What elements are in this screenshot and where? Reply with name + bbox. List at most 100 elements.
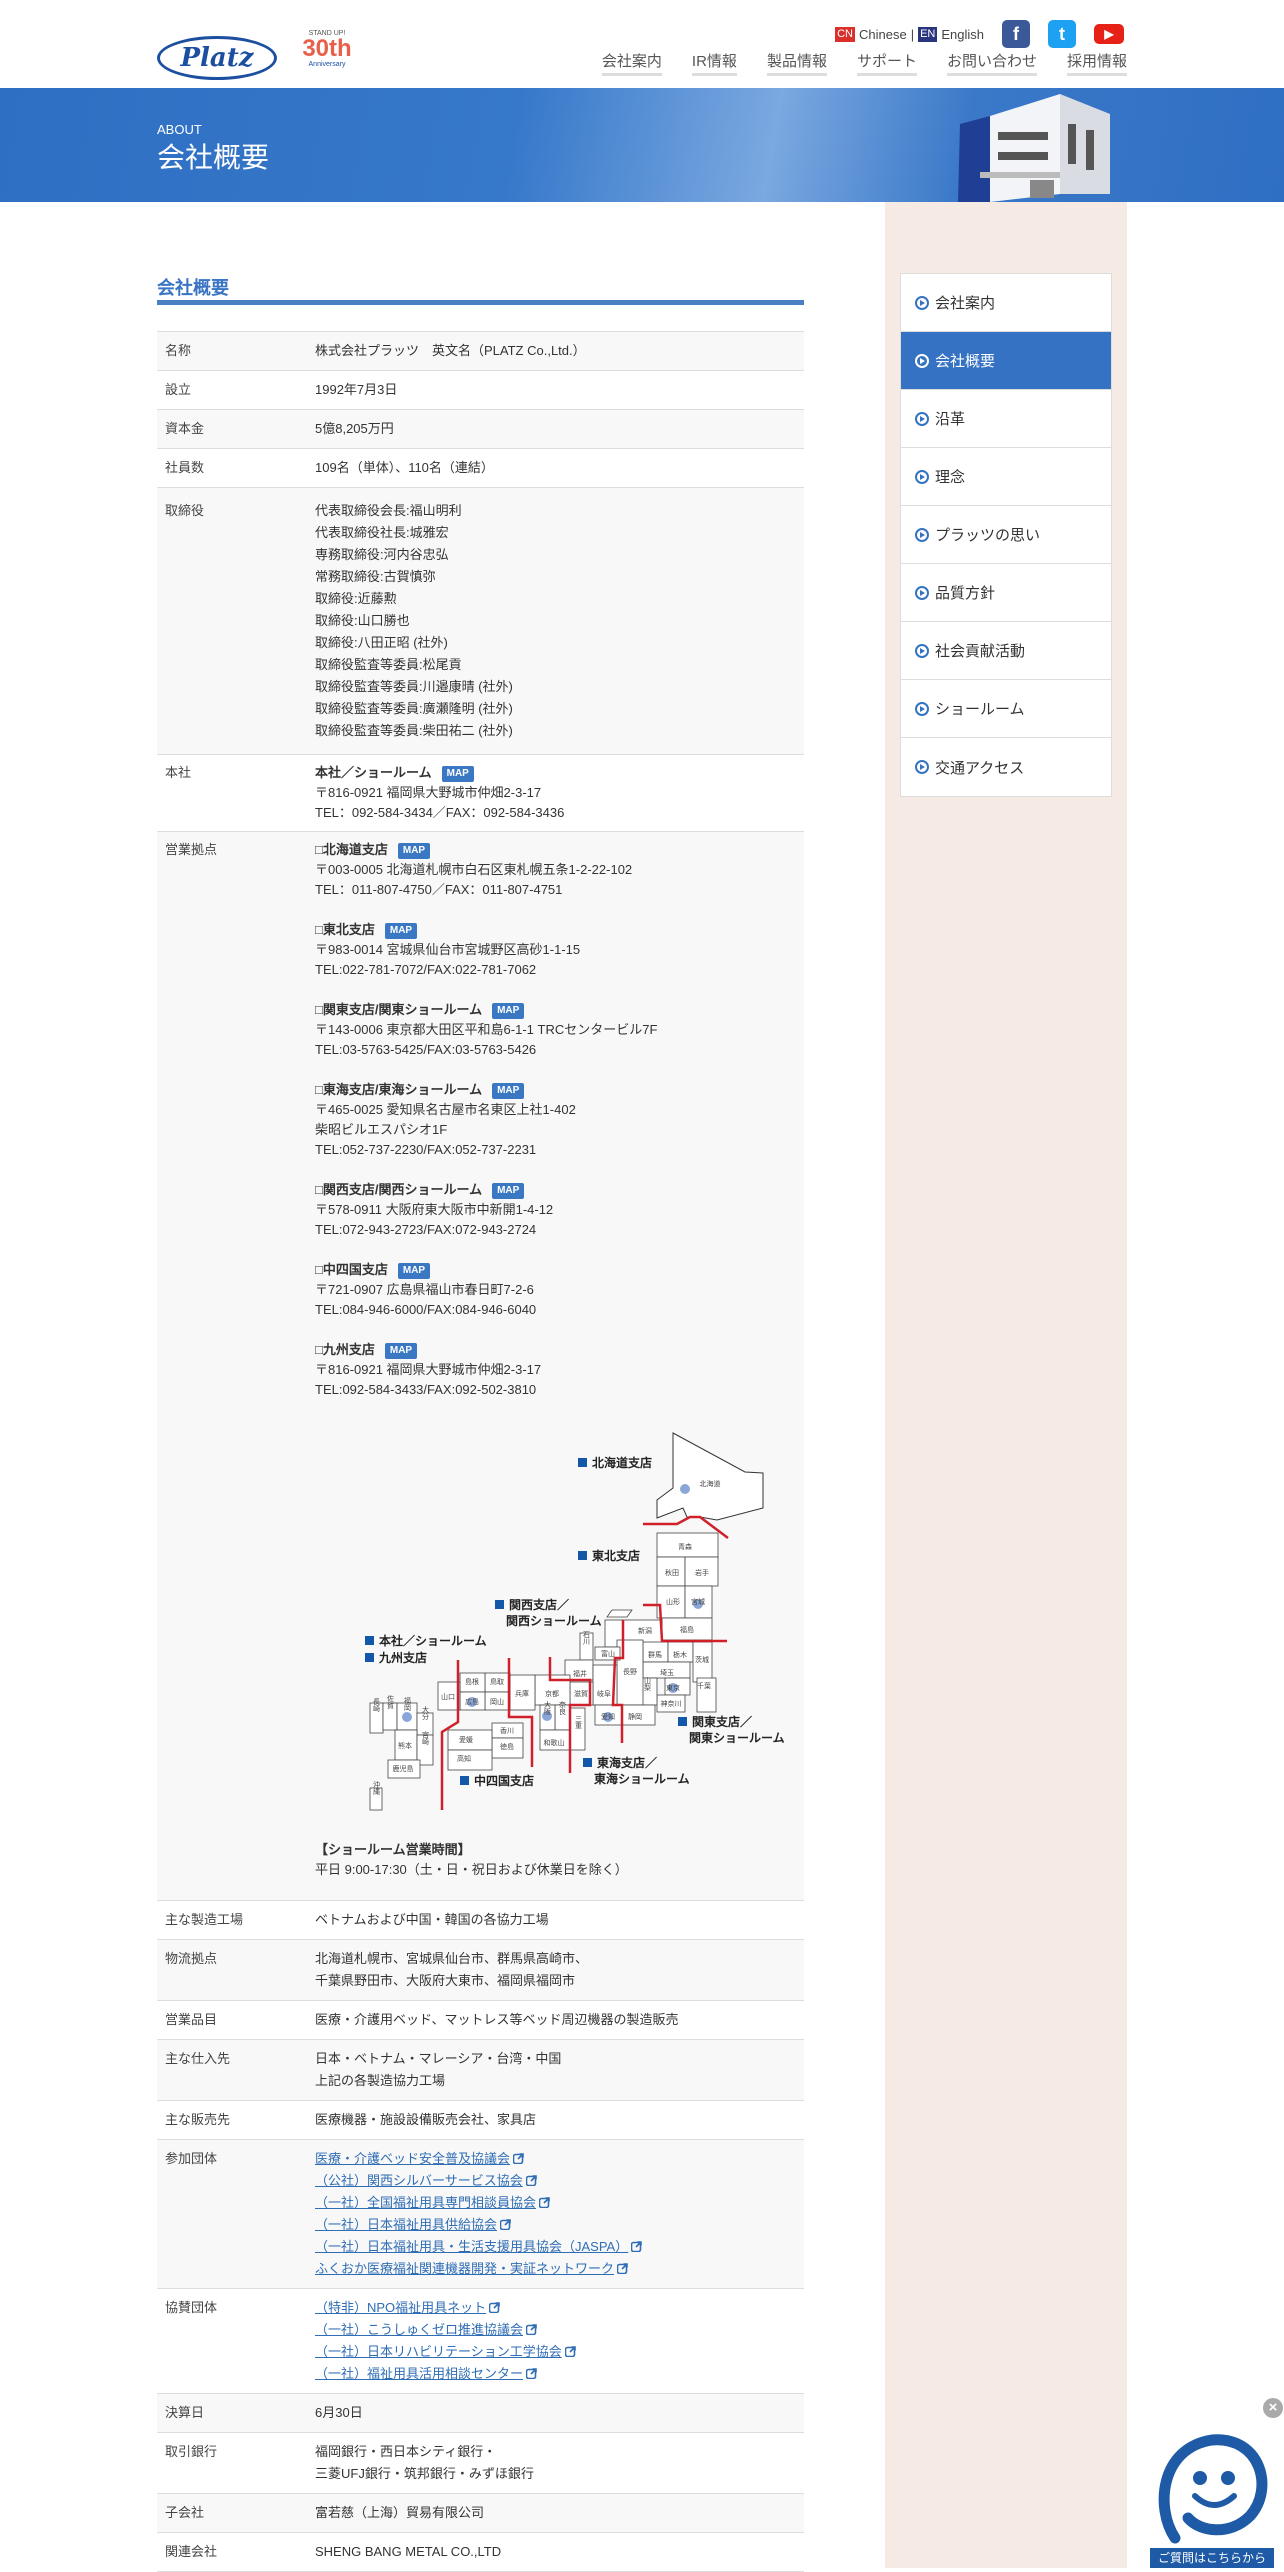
sidebar-item[interactable]: 沿革 [901,390,1111,448]
youtube-icon[interactable]: ▶ [1094,24,1124,44]
widget-label: ご質問はこちらから [1150,2548,1274,2568]
external-link[interactable]: （一社）全国福祉用具専門相談員協会 [315,2195,537,2210]
prefecture-label: 京都 [545,1689,559,1698]
external-link-icon[interactable] [513,2153,524,2164]
branch-label: 関西支店／ [509,1597,569,1612]
row-label: 物流拠点 [165,1951,218,1966]
row-value-line: 上記の各製造協力工場 [315,2073,446,2088]
link-line: （一社）こうしゅくゼロ推進協議会 [315,2319,804,2341]
prefecture-label: 島根 [465,1677,479,1686]
map-button[interactable]: MAP [492,1083,525,1099]
prefecture-label: 和歌山 [544,1738,565,1747]
facebook-icon[interactable]: f [1002,20,1030,48]
external-link[interactable]: （一社）日本福祉用具供給協会 [315,2217,498,2232]
external-link-icon[interactable] [526,2324,537,2335]
banner-title: 会社概要 [157,142,270,173]
office-line: TEL:03-5763-5425/FAX:03-5763-5426 [315,1042,537,1057]
link-line: （一社）日本福祉用具供給協会 [315,2214,804,2236]
prefecture-label: 青森 [678,1542,692,1551]
external-link[interactable]: ふくおか医療福祉関連機器開発・実証ネットワーク [315,2261,615,2276]
row-label: 関連会社 [165,2544,218,2559]
branch-label: 北海道支店 [592,1455,652,1470]
lang-chinese-link[interactable]: Chinese [858,26,907,42]
page-banner: ABOUT 会社概要 [0,88,1284,202]
row-label: 参加団体 [165,2151,218,2166]
office-line: TEL:052-737-2230/FAX:052-737-2231 [315,1142,537,1157]
sidebar-item[interactable]: 社会貢献活動 [901,622,1111,680]
twitter-icon[interactable]: t [1048,20,1076,48]
map-button[interactable]: MAP [384,923,418,939]
lang-english-link[interactable]: English [941,26,984,42]
question-widget[interactable]: ご質問はこちらから [1150,2428,1274,2568]
external-link-icon[interactable] [631,2241,643,2252]
sidebar-item-label: ショールーム [935,701,1025,718]
external-link-icon[interactable] [564,2346,576,2357]
prefecture-shape [684,1556,719,1587]
director-line: 取締役監査等委員:川邉康晴 (社外) [315,679,513,694]
nav-products[interactable]: 製品情報 [766,50,827,76]
circle-arrow-icon [915,411,929,426]
external-link[interactable]: （一社）こうしゅくゼロ推進協議会 [315,2322,524,2337]
row-value-line: 北海道札幌市、宮城県仙台市、群馬県高崎市、 [315,1951,589,1966]
link-line: 医療・介護ベッド安全普及協議会 [315,2148,804,2170]
prefecture-label: 山形 [666,1597,680,1606]
external-link-icon[interactable] [539,2197,550,2208]
table-row-subsidiary: 子会社富若慈（上海）貿易有限公司 [157,2494,804,2533]
external-link[interactable]: （一社）日本リハビリテーション工学協会 [315,2344,562,2359]
table-row-customers: 主な販売先医療機器・施設設備販売会社、家具店 [157,2101,804,2140]
prefecture-label: 熊本 [398,1741,412,1750]
section-title: 会社概要 [157,278,229,298]
external-link-icon[interactable] [489,2302,500,2313]
row-label: 営業拠点 [165,842,218,857]
branch-map: 北海道青森秋田岩手山形宮城福島新潟群馬栃木茨城埼玉千葉東京神奈川山梨長野静岡富山… [365,1432,785,1811]
external-link[interactable]: 医療・介護ベッド安全普及協議会 [315,2151,511,2166]
map-button[interactable]: MAP [397,1263,431,1279]
prefecture-shape [437,1681,461,1711]
sidebar-item[interactable]: 品質方針 [901,564,1111,622]
sidebar-item[interactable]: 会社概要 [901,332,1111,390]
sidebar-item[interactable]: 会社案内 [901,274,1111,332]
map-button[interactable]: MAP [397,843,431,859]
external-link-icon[interactable] [526,2368,537,2379]
location-dot [467,1697,477,1707]
sidebar-item[interactable]: 交通アクセス [901,738,1111,796]
office-line: 〒003-0005 北海道札幌市白石区東札幌五条1-2-22-102 [315,862,633,877]
nav-contact[interactable]: お問い合わせ [946,50,1037,76]
row-label: 取締役 [165,503,205,518]
external-link-icon[interactable] [500,2219,511,2230]
en-badge[interactable]: EN [918,26,938,42]
external-link-icon[interactable] [525,2175,537,2186]
sidebar-item[interactable]: プラッツの思い [901,506,1111,564]
sidebar-item-label: 交通アクセス [935,759,1025,777]
circle-arrow-icon [915,353,929,368]
director-line: 取締役:八田正昭 (社外) [315,635,448,650]
external-link[interactable]: （一社）日本福祉用具・生活支援用具協会（JASPA） [315,2239,629,2254]
row-value-line: 三菱UFJ銀行・筑邦銀行・みずほ銀行 [315,2466,534,2481]
director-line: 取締役:近藤勲 [315,591,397,606]
map-button[interactable]: MAP [384,1343,418,1359]
external-link-icon[interactable] [617,2263,628,2274]
map-button[interactable]: MAP [441,766,474,782]
cn-badge[interactable]: CN [835,26,855,42]
nav-support[interactable]: サポート [856,50,917,76]
sidebar-item[interactable]: 理念 [901,448,1111,506]
sidebar-item[interactable]: ショールーム [901,680,1111,738]
map-button[interactable]: MAP [492,1183,525,1199]
row-label: 協賛団体 [165,2300,218,2315]
map-button[interactable]: MAP [492,1003,525,1019]
nav-recruit[interactable]: 採用情報 [1066,50,1127,76]
nav-ir[interactable]: IR情報 [691,50,737,76]
close-widget-icon[interactable]: × [1263,2398,1283,2418]
circle-arrow-icon [915,701,929,716]
external-link[interactable]: （一社）福祉用具活用相談センター [315,2366,524,2381]
platz-logo[interactable]: Platz [157,36,277,80]
nav-company[interactable]: 会社案内 [601,50,662,76]
external-link[interactable]: （公社）関西シルバーサービス協会 [315,2173,523,2188]
office-line: 〒143-0006 東京都大田区平和島6-1-1 TRCセンタービル7F [315,1022,658,1037]
external-link[interactable]: （特非）NPO福祉用具ネット [315,2300,487,2315]
